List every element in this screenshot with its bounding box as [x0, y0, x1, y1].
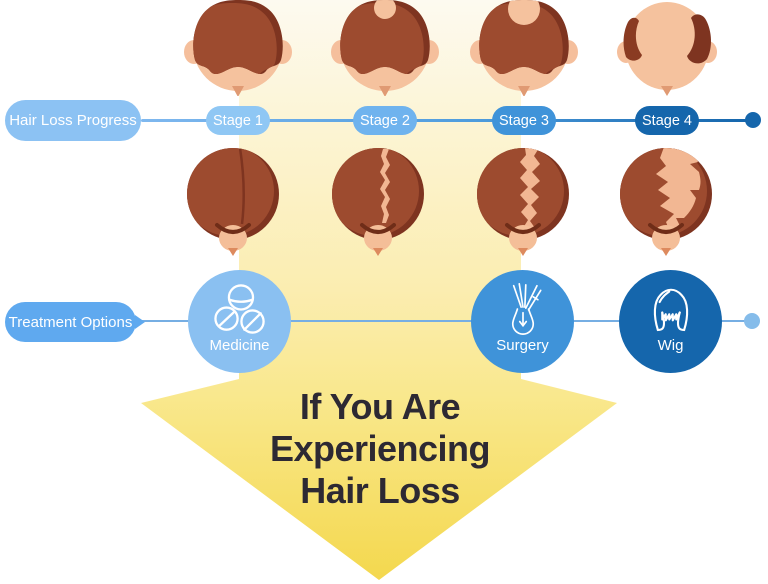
stage-2-badge: Stage 2 — [353, 106, 417, 135]
stage-3-label: Stage 3 — [499, 112, 549, 129]
stage-3-back-head-illustration — [477, 148, 569, 256]
stage-4-badge: Stage 4 — [635, 106, 699, 135]
progress-timeline-line — [141, 119, 747, 122]
stage-1-label: Stage 1 — [213, 112, 263, 129]
treatment-line-end-dot — [744, 313, 760, 329]
stage-1-back-head-illustration — [187, 148, 279, 256]
stage-3-badge: Stage 3 — [492, 106, 556, 135]
surgery-option-circle: Surgery — [471, 270, 574, 373]
stage-2-label: Stage 2 — [360, 112, 410, 129]
arrow-caption-line-3: Hair Loss — [300, 470, 460, 511]
wig-label: Wig — [657, 337, 684, 354]
hair-loss-progress-pill: Hair Loss Progress — [5, 100, 141, 141]
arrow-caption-line-1: If You Are — [299, 386, 461, 427]
progress-line-end-dot — [745, 112, 761, 128]
arrow-caption: If You Are Experiencing Hair Loss — [219, 386, 541, 512]
stage-1-front-head-illustration — [184, 0, 292, 96]
hair-loss-progress-label: Hair Loss Progress — [9, 112, 137, 129]
treatment-timeline-line — [137, 320, 745, 322]
arrow-caption-line-2: Experiencing — [269, 428, 491, 469]
treatment-options-pill: Treatment Options — [5, 302, 145, 342]
stage-3-front-head-illustration — [470, 0, 578, 96]
stage-1-badge: Stage 1 — [206, 106, 270, 135]
hair-transplant-icon — [495, 283, 551, 335]
stage-4-back-head-illustration — [620, 148, 712, 256]
wig-icon — [643, 283, 699, 335]
stage-2-back-head-illustration — [332, 148, 424, 256]
wig-option-circle: Wig — [619, 270, 722, 373]
treatment-options-label: Treatment Options — [8, 313, 133, 331]
pills-icon — [212, 283, 268, 335]
stage-4-front-head-illustration — [617, 2, 717, 96]
stage-4-label: Stage 4 — [642, 112, 692, 129]
medicine-option-circle: Medicine — [188, 270, 291, 373]
medicine-label: Medicine — [209, 337, 270, 354]
stage-2-front-head-illustration — [331, 0, 439, 96]
surgery-label: Surgery — [496, 337, 549, 354]
